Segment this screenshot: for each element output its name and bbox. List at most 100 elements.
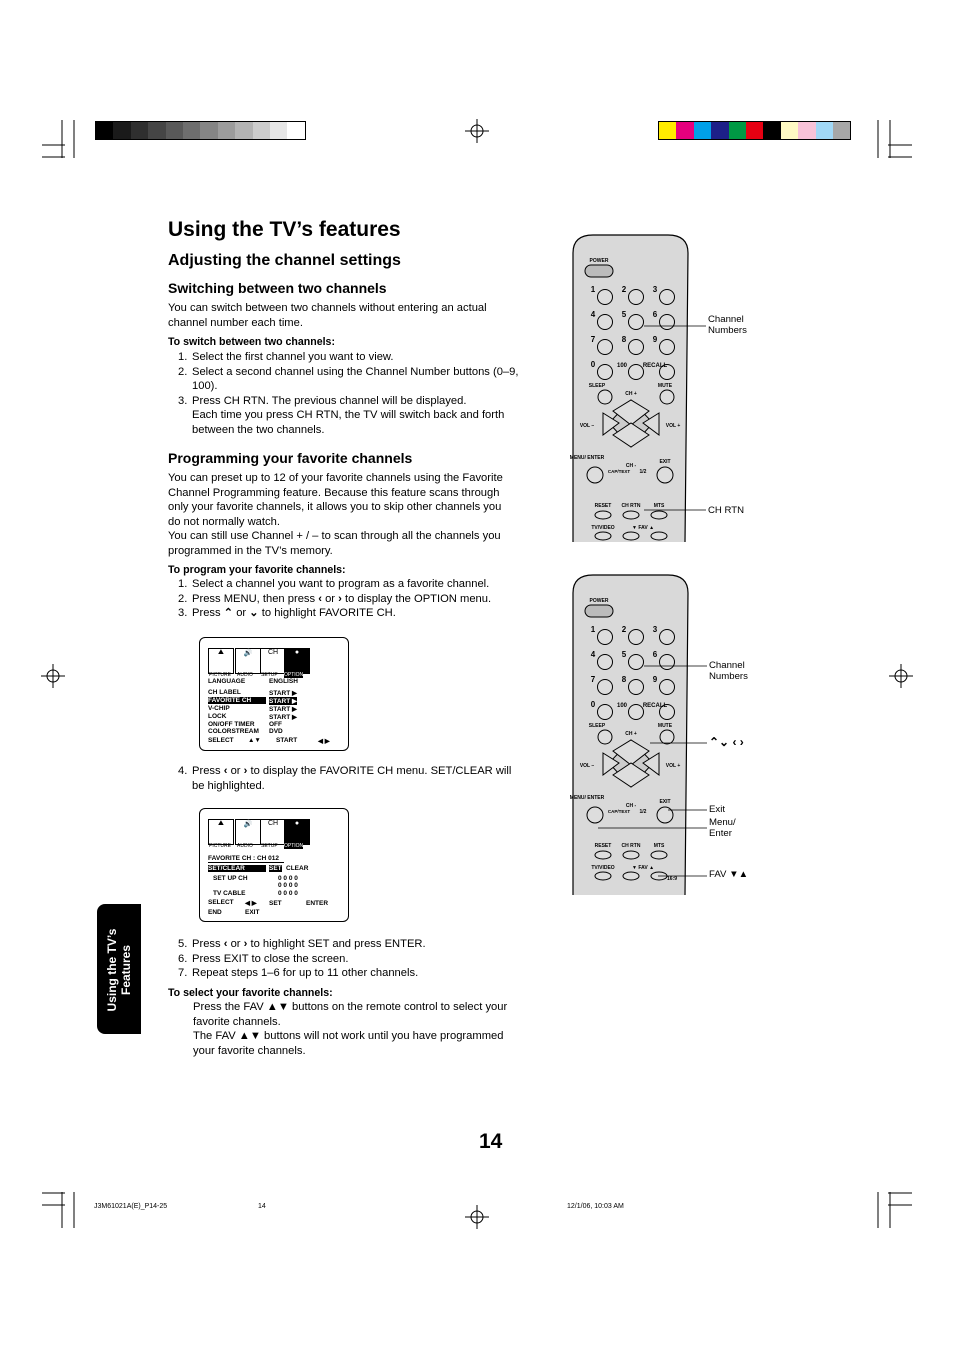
digit-button — [628, 704, 644, 720]
audio-tab-icon: 🔊 — [235, 819, 261, 845]
power-label: POWER — [590, 258, 609, 264]
favorites-heading: Programming your favorite channels — [168, 450, 413, 466]
color-swatch — [659, 122, 677, 139]
switching-intro: You can switch between two channels with… — [168, 302, 487, 329]
tv-cable-label: TV CABLE — [213, 890, 246, 897]
gray-swatch — [217, 122, 236, 139]
menu-footer-arrows: ▲▼ — [248, 737, 261, 744]
menu-enter-label: MENU/ ENTER — [570, 455, 605, 461]
tab-label: OPTION — [284, 843, 304, 849]
menu-item-label: CH LABEL — [208, 689, 241, 696]
tv-video-label: TV/VIDEO — [591, 865, 614, 871]
digit-button — [628, 314, 644, 330]
callout-channel-numbers-1: Channel Numbers — [708, 314, 747, 336]
color-swatch — [832, 122, 851, 139]
digit-label: 8 — [622, 335, 627, 344]
mute-button — [659, 729, 675, 745]
menu-item-label: FAVORITE CH — [208, 697, 266, 704]
color-swatch — [815, 122, 833, 139]
gray-swatch — [130, 122, 149, 139]
vol-minus-label: VOL – — [580, 763, 595, 769]
digit-label: 0 — [591, 360, 596, 369]
favorites-step-4: 4.Press ‹ or › to display the FAVORITE C… — [168, 764, 548, 793]
digit-label: 6 — [653, 650, 658, 659]
menu-enter-label: MENU/ ENTER — [570, 795, 605, 801]
left-button — [602, 752, 620, 776]
digit-label: 3 — [653, 285, 658, 294]
callout-ch-rtn: CH RTN — [708, 505, 745, 516]
setup-ch-label: SET UP CH — [213, 875, 248, 882]
down-button — [612, 762, 650, 788]
digit-button — [597, 314, 613, 330]
menu-item-value: OFF — [269, 721, 282, 728]
section-heading: Adjusting the channel settings — [168, 252, 401, 269]
gray-swatch — [96, 122, 114, 139]
color-swatch — [780, 122, 799, 139]
exit-label: EXIT — [659, 459, 670, 465]
digit-label: 8 — [622, 675, 627, 684]
power-button — [584, 604, 614, 618]
digit-label: 9 — [653, 335, 658, 344]
fav-down-button — [622, 871, 640, 881]
menu-item-value: DVD — [269, 728, 283, 735]
remote-body — [572, 234, 689, 543]
gray-swatch-bar — [95, 121, 306, 140]
sleep-label: SLEEP — [589, 723, 606, 729]
cap-text-label: CAP/TEXT — [608, 809, 631, 814]
page-number: 14 — [479, 1130, 503, 1153]
digit-label: 9 — [653, 675, 658, 684]
tab-label: PICTURE — [209, 672, 231, 678]
digit-label: 1 — [591, 625, 596, 634]
vol-minus-label: VOL – — [580, 423, 595, 429]
digit-button — [659, 314, 675, 330]
right-button — [642, 752, 660, 776]
digit-button — [659, 654, 675, 670]
menu-item-label: LOCK — [208, 713, 227, 720]
audio-tab-icon: 🔊 — [235, 648, 261, 674]
digit-button — [659, 339, 675, 355]
reset-button — [594, 510, 612, 520]
fav-down-button — [622, 531, 640, 541]
ch-rtn-button — [622, 510, 640, 520]
vol-plus-label: VOL + — [666, 763, 681, 769]
setup-tab-icon: CH — [260, 648, 286, 674]
enter-label: ENTER — [306, 900, 329, 907]
mts-label: MTS — [654, 843, 665, 849]
vol-plus-label: VOL + — [666, 423, 681, 429]
fav-label: ▼ FAV ▲ — [632, 525, 654, 531]
gray-swatch — [200, 122, 218, 139]
right-button — [642, 412, 660, 436]
menu-item-value: START ▶ — [269, 714, 297, 721]
cap-text-label: CAP/TEXT — [608, 469, 631, 474]
up-button — [612, 739, 650, 766]
favorites-steps-5-7: 5.Press ‹ or › to highlight SET and pres… — [168, 937, 548, 981]
menu-item-value: START ▶ — [269, 690, 297, 697]
menu-item-label: LANGUAGE — [208, 678, 246, 685]
callout-fav: FAV ▼▲ — [709, 869, 749, 880]
menu-footer-start: START — [276, 737, 298, 744]
list-item: 6.Press EXIT to close the screen. — [178, 952, 349, 965]
favorite-ch-menu-screen: ⛰ 🔊 CH ● PICTURE AUDIO SETUP OPTION FAVO… — [199, 808, 349, 922]
menu-enter-button — [586, 806, 604, 824]
set-value: SET — [269, 865, 282, 872]
list-item: 3.Press ⌃ or ⌄ to highlight FAVORITE CH. — [178, 607, 396, 619]
digit-label: 100 — [617, 703, 628, 709]
sleep-button — [597, 389, 613, 405]
fav-up-button — [650, 531, 668, 541]
footer-page: 14 — [258, 1203, 266, 1210]
list-item: 7.Repeat steps 1–6 for up to 11 other ch… — [178, 967, 419, 979]
registration-mark-left — [41, 664, 65, 688]
gray-swatch — [148, 122, 166, 139]
exit-label: EXIT — [245, 909, 260, 916]
switching-subhead: To switch between two channels: — [168, 336, 335, 348]
color-swatch — [798, 122, 816, 139]
menu-item-value: START ▶ — [269, 706, 297, 713]
side-tab: Using the TV’s Features — [97, 904, 141, 1034]
tab-label: AUDIO — [237, 843, 253, 849]
mts-button — [650, 850, 668, 860]
zeros-row: 0 0 0 0 — [278, 882, 298, 889]
